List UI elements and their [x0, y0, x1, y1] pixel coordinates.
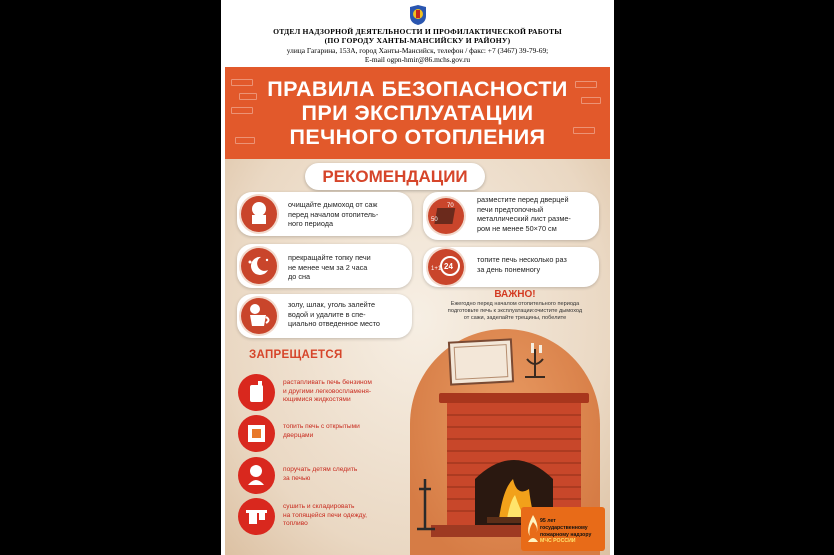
org-address: улица Гагарина, 153А, город Ханты-Мансий… — [286, 46, 549, 55]
org-email: E-mail ogpn-hmir@86.mchs.gov.ru — [364, 55, 471, 64]
moon-stars-icon — [241, 248, 277, 284]
chimney-brush-icon — [241, 196, 277, 232]
poster-title-line2: ПРИ ЭКСПЛУАТАЦИИ — [301, 101, 534, 125]
anniversary-badge — [521, 507, 605, 551]
poster-title-line3: ПЕЧНОГО ОТОПЛЕНИЯ — [289, 125, 546, 149]
forbidden-heading: ЗАПРЕЩАЕТСЯ — [249, 349, 343, 361]
svg-text:70: 70 — [447, 203, 454, 209]
svg-text:24: 24 — [444, 262, 453, 271]
recommendations-heading: РЕКОМЕНДАЦИИ — [305, 163, 485, 190]
org-name-line2: (ПО ГОРОДУ ХАНТЫ-МАНСИЙСКУ И РАЙОНУ) — [324, 36, 511, 45]
svg-text:1+1: 1+1 — [431, 266, 442, 272]
important-heading: ВАЖНО! — [494, 289, 536, 300]
metal-sheet-icon: 70 50 — [428, 198, 464, 234]
document-page: ОТДЕЛ НАДЗОРНОЙ ДЕЯТЕЛЬНОСТИ И ПРОФИЛАКТ… — [221, 0, 614, 555]
child-icon — [238, 457, 275, 494]
poster-title-line1: ПРАВИЛА БЕЗОПАСНОСТИ — [267, 77, 568, 101]
bucket-icon — [241, 298, 277, 334]
anniversary-text: 95 лет государственному пожарному надзор… — [540, 518, 592, 545]
open-stove-icon — [238, 415, 275, 452]
org-name-line1: ОТДЕЛ НАДЗОРНОЙ ДЕЯТЕЛЬНОСТИ И ПРОФИЛАКТ… — [273, 27, 562, 36]
safety-poster: ПРАВИЛА БЕЗОПАСНОСТИ ПРИ ЭКСПЛУАТАЦИИ ПЕ… — [225, 67, 610, 555]
flame-icon — [528, 515, 538, 542]
svg-text:50: 50 — [431, 217, 438, 223]
emblem-icon — [410, 5, 426, 25]
title-banner: ПРАВИЛА БЕЗОПАСНОСТИ ПРИ ЭКСПЛУАТАЦИИ ПЕ… — [225, 67, 610, 159]
important-text: Ежегодно перед началом отопительного пер… — [447, 301, 583, 321]
clock-24-icon: 24 1+1 — [428, 249, 464, 285]
drying-clothes-icon — [238, 498, 275, 535]
fuel-can-icon — [238, 374, 275, 411]
